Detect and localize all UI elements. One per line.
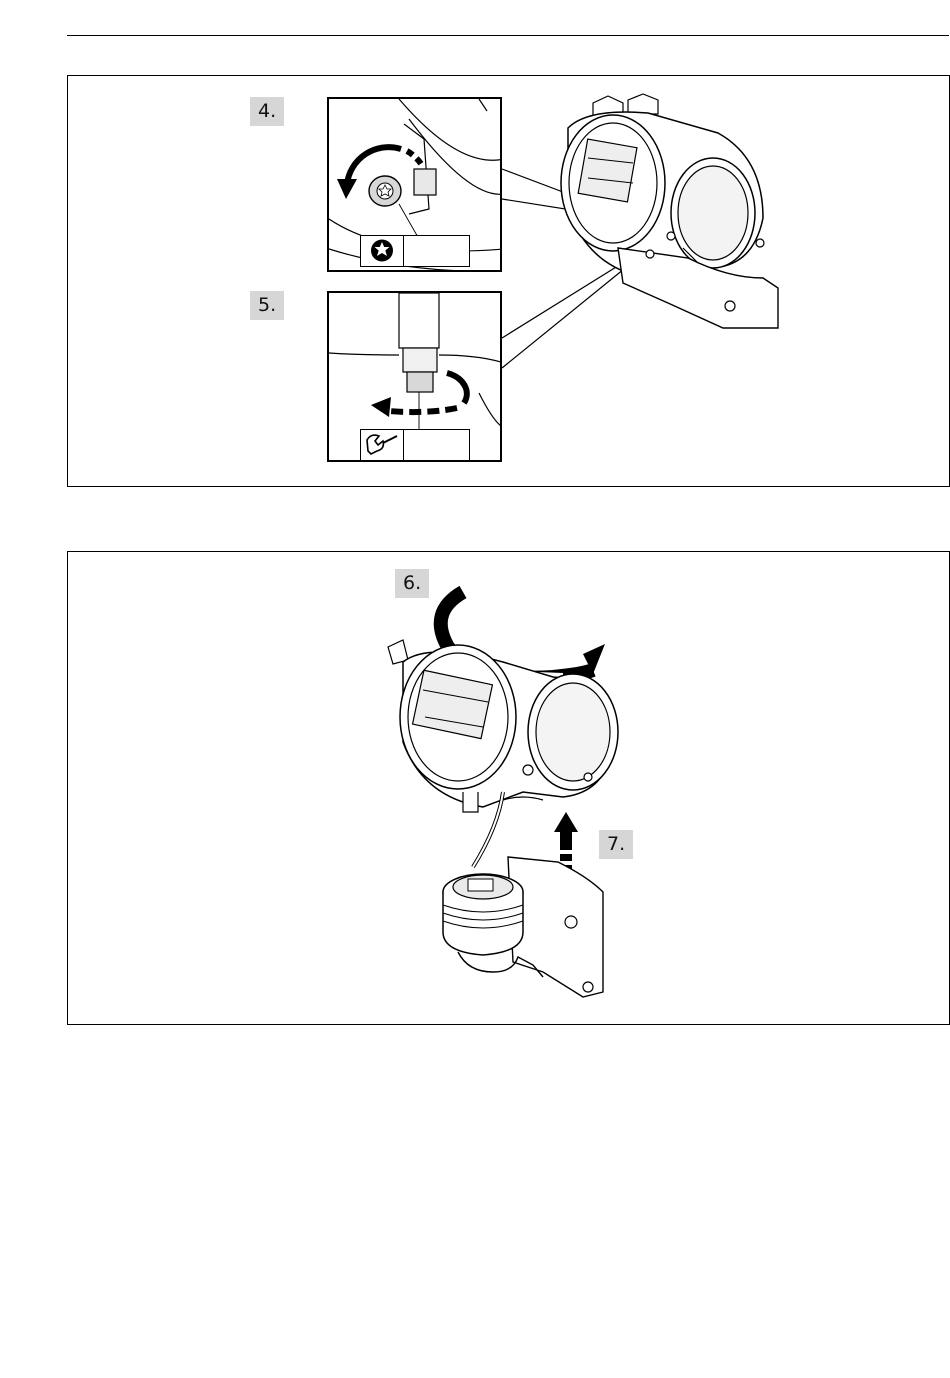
- header-rule: [67, 35, 949, 36]
- figure-steps-6-7: 6. 7.: [67, 551, 950, 1025]
- transmitter-housing-drawing: [548, 88, 788, 328]
- figure-steps-4-5: 4. 5.: [67, 75, 950, 487]
- leader-lines: [68, 76, 950, 488]
- housing-base-drawing: [438, 847, 638, 1007]
